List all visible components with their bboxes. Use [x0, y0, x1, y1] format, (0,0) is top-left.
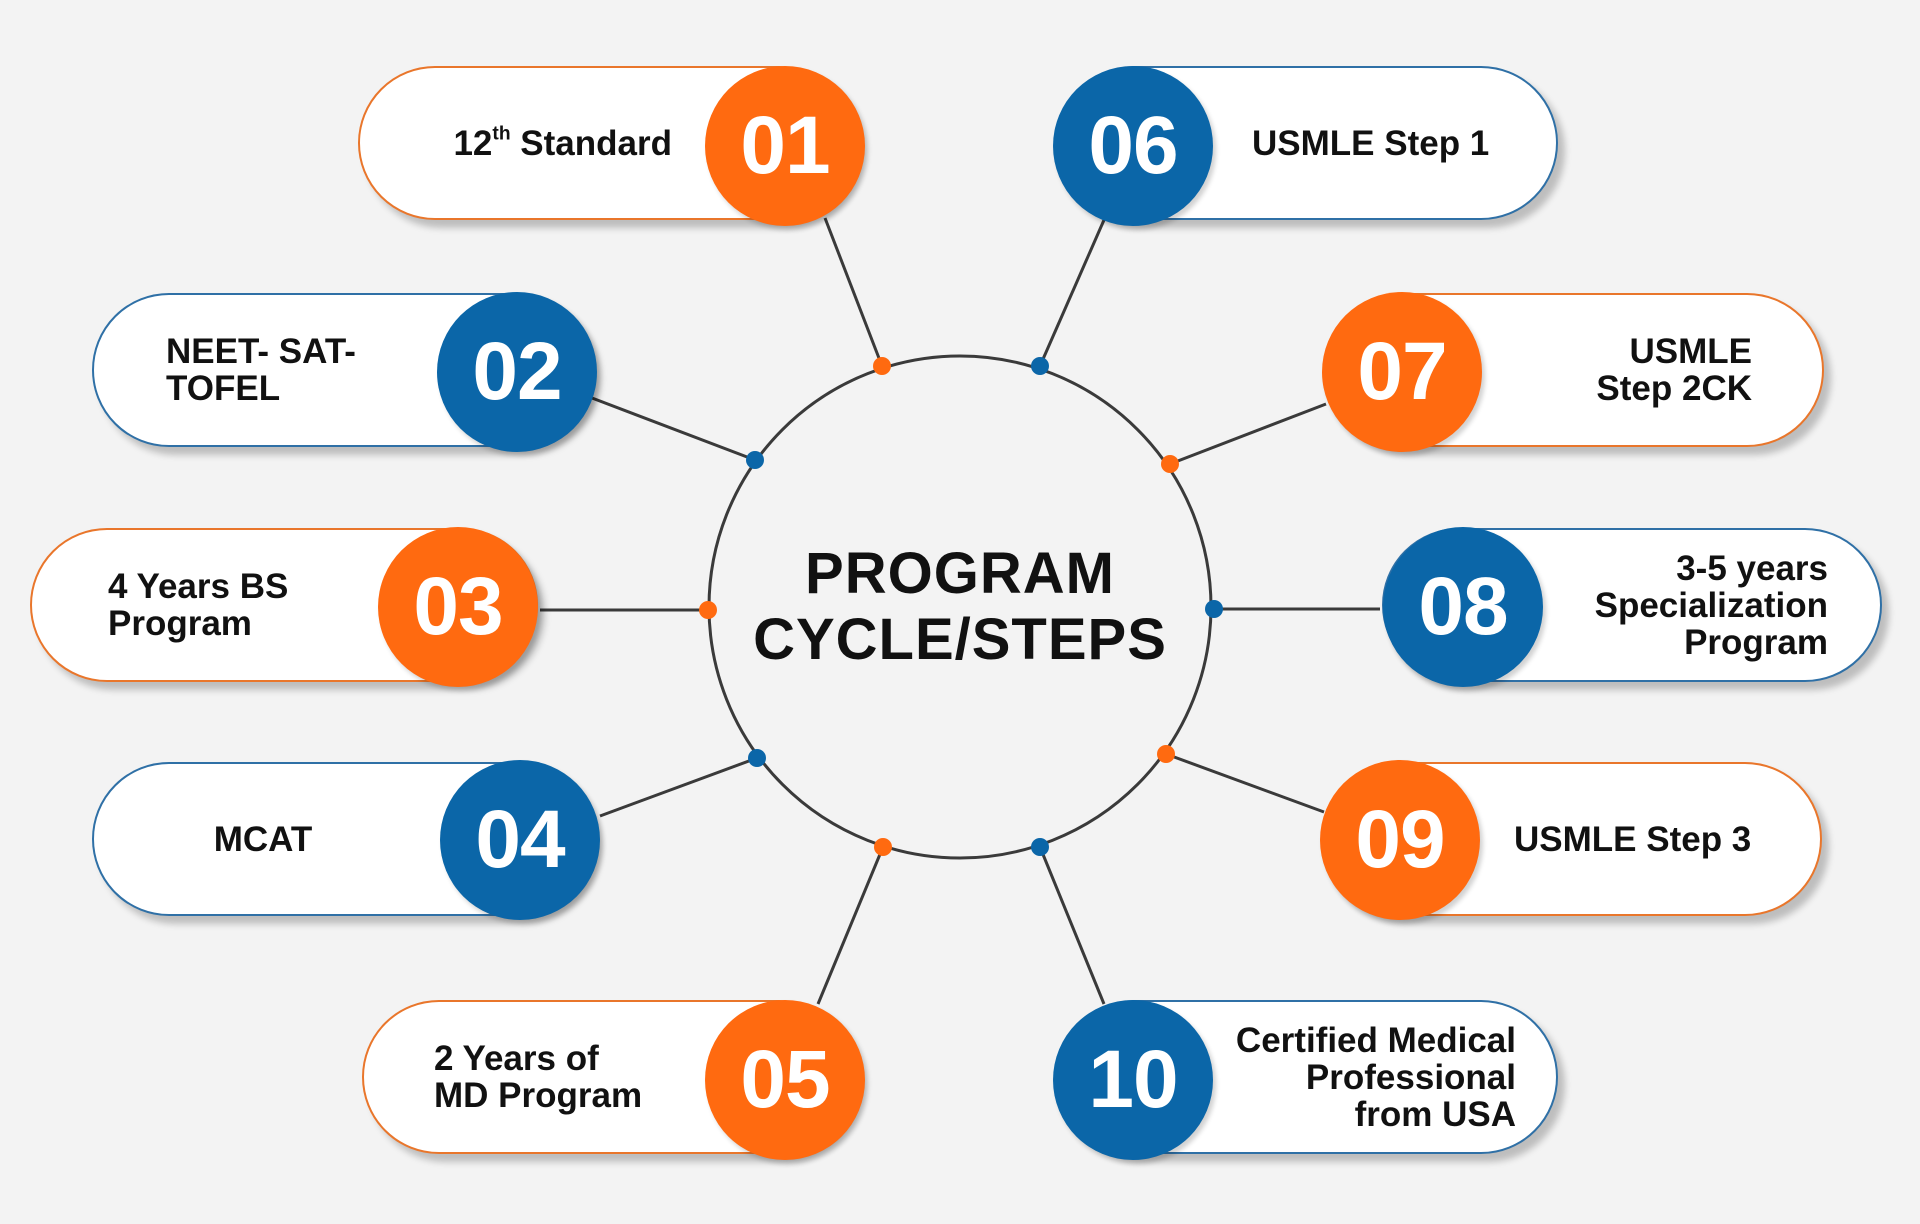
- step-badge-10: 10: [1053, 1000, 1213, 1160]
- step-label-02-line1: NEET- SAT-: [166, 332, 356, 371]
- step-badge-01: 01: [705, 66, 865, 226]
- step-label-08-line3: Program: [1684, 622, 1828, 662]
- step-label-05: 2 Years of MD Program: [434, 1002, 674, 1152]
- connector-dot-03: [699, 601, 717, 619]
- connector-line-07: [1169, 402, 1327, 466]
- step-badge-03: 03: [378, 527, 538, 687]
- step-label-05-line1: 2 Years of: [434, 1039, 599, 1078]
- step-badge-06: 06: [1053, 66, 1213, 226]
- step-label-01-text: 12: [453, 123, 493, 163]
- step-label-01-sup: th: [492, 123, 511, 145]
- step-label-09: USMLE Step 3: [1514, 764, 1780, 914]
- connector-line-01: [823, 217, 884, 367]
- step-badge-04: 04: [440, 760, 600, 920]
- connector-dot-10: [1031, 838, 1049, 856]
- step-label-07-line1: USMLE: [1629, 332, 1753, 371]
- step-label-10: Certified Medical Professional from USA: [1220, 1002, 1516, 1152]
- connector-dot-04: [748, 749, 766, 767]
- step-label-06-line1: USMLE Step 1: [1252, 123, 1490, 163]
- step-label-06: USMLE Step 1: [1252, 68, 1516, 218]
- connector-line-02: [591, 396, 756, 462]
- step-label-01: 12th Standard: [400, 68, 672, 218]
- step-badge-08: 08: [1383, 527, 1543, 687]
- connector-line-06: [1038, 219, 1106, 367]
- step-label-08: 3-5 years Specialization Program: [1554, 530, 1828, 680]
- connector-dot-09: [1157, 745, 1175, 763]
- center-title: PROGRAM CYCLE/STEPS: [708, 355, 1212, 859]
- step-badge-09: 09: [1320, 760, 1480, 920]
- connector-dot-01: [873, 357, 891, 375]
- step-label-08-line1: 3-5 years: [1676, 548, 1828, 588]
- connector-dot-06: [1031, 357, 1049, 375]
- step-label-03-line1: 4 Years BS: [108, 567, 289, 606]
- connector-dot-05: [874, 838, 892, 856]
- step-label-10-line1: Certified Medical: [1235, 1020, 1516, 1060]
- connector-line-09: [1165, 752, 1325, 814]
- step-label-10-line2: Professional: [1305, 1057, 1516, 1097]
- step-label-04: MCAT: [134, 764, 392, 914]
- step-label-02: NEET- SAT- TOFEL: [166, 295, 412, 445]
- step-label-09-line1: USMLE Step 3: [1514, 819, 1752, 859]
- step-label-01-rest: Standard: [510, 123, 672, 163]
- connector-line-04: [599, 756, 758, 818]
- step-badge-02: 02: [437, 292, 597, 452]
- step-badge-07: 07: [1322, 292, 1482, 452]
- step-label-07: USMLE Step 2CK: [1506, 295, 1752, 445]
- step-label-05-line2: MD Program: [434, 1076, 643, 1115]
- step-label-04-line1: MCAT: [213, 819, 313, 859]
- center-title-line1: PROGRAM: [805, 541, 1115, 606]
- connector-line-05: [816, 846, 885, 1005]
- connector-line-10: [1038, 846, 1106, 1005]
- step-label-08-line2: Specialization: [1594, 585, 1828, 625]
- connector-dot-07: [1161, 455, 1179, 473]
- step-label-02-line2: TOFEL: [166, 369, 281, 408]
- connector-dot-02: [746, 451, 764, 469]
- step-label-03-line2: Program: [108, 604, 252, 643]
- step-badge-05: 05: [705, 1000, 865, 1160]
- step-label-07-line2: Step 2CK: [1596, 369, 1752, 408]
- connector-dot-08: [1205, 600, 1223, 618]
- step-label-10-line3: from USA: [1354, 1094, 1516, 1134]
- step-label-03: 4 Years BS Program: [108, 530, 356, 680]
- step-label-01-line: 12th Standard: [453, 123, 672, 163]
- center-title-line2: CYCLE/STEPS: [753, 607, 1167, 672]
